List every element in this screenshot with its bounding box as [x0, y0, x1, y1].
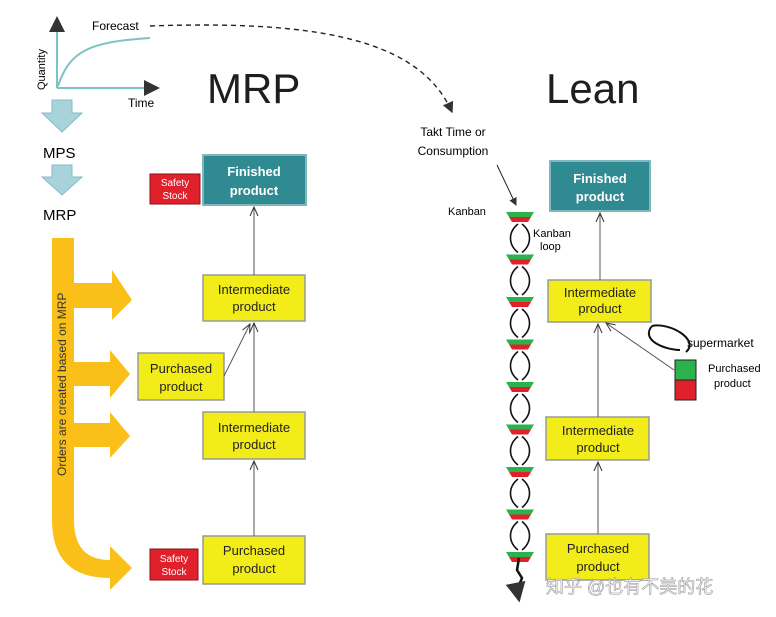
lean-title: Lean	[546, 65, 639, 112]
svg-text:product: product	[576, 440, 620, 455]
time-axis-label: Time	[128, 96, 155, 110]
kanban-card	[506, 552, 534, 562]
forecast-to-takt-dashed-arrow	[149, 24, 454, 114]
svg-text:product: product	[230, 183, 279, 198]
kanban-card	[506, 382, 534, 392]
orders-bar-label: Orders are created based on MRP	[55, 293, 69, 476]
takt-to-kanban-arrow	[496, 164, 517, 206]
kanban-label: Kanban	[448, 206, 486, 218]
svg-text:Stock: Stock	[162, 191, 188, 202]
svg-text:product: product	[232, 299, 276, 314]
svg-text:product: product	[576, 189, 625, 204]
svg-text:Purchased: Purchased	[150, 361, 212, 376]
svg-text:Purchased: Purchased	[567, 541, 629, 556]
svg-text:Intermediate: Intermediate	[562, 423, 634, 438]
kanban-loop-link	[509, 393, 531, 424]
mrp-purchased-middle-box: Purchased product	[137, 352, 225, 401]
forecast-label: Forecast	[92, 19, 139, 33]
kanban-card	[506, 212, 534, 222]
kanban-loop-label-1: Kanban	[533, 228, 571, 240]
supermarket-purchased-line1: Purchased	[708, 363, 761, 375]
mrp-safety-stock-top: Safety Stock	[149, 173, 201, 205]
kanban-loop-label-2: loop	[540, 241, 561, 253]
mrp-safety-stock-bottom: Safety Stock	[149, 548, 199, 581]
kanban-loop-link	[509, 350, 531, 381]
svg-text:Purchased: Purchased	[223, 543, 285, 558]
forecast-chart: Forecast Quantity Time	[36, 16, 160, 110]
svg-text:product: product	[232, 437, 276, 452]
kanban-loop-link	[509, 308, 531, 339]
watermark: 知乎 @也有不美的花	[546, 577, 713, 597]
kanban-loop-link	[509, 478, 531, 509]
kanban-loop-link	[509, 223, 531, 254]
svg-text:product: product	[576, 559, 620, 574]
svg-text:Finished: Finished	[227, 164, 281, 179]
supermarket-bin	[674, 359, 697, 401]
lean-intermediate-bottom-box: Intermediate product	[545, 416, 650, 461]
svg-text:product: product	[578, 301, 622, 316]
kanban-card	[506, 297, 534, 307]
kanban-loop-link	[509, 265, 531, 296]
svg-text:Stock: Stock	[161, 567, 187, 578]
mrp-intermediate-bottom-box: Intermediate product	[202, 411, 306, 460]
kanban-chain-tail-arrow	[505, 557, 526, 603]
takt-label-line1: Takt Time or	[420, 125, 485, 139]
kanban-loop-link	[509, 520, 531, 551]
orders-bar	[52, 238, 132, 590]
kanban-card	[506, 467, 534, 477]
lean-purchased-bottom-box: Purchased product	[545, 533, 650, 581]
mrp-finished-product-box: Finished product	[202, 154, 307, 206]
svg-text:product: product	[159, 379, 203, 394]
kanban-loop-link	[509, 435, 531, 466]
svg-text:Intermediate: Intermediate	[218, 282, 290, 297]
svg-text:Safety: Safety	[161, 178, 189, 189]
mps-step: MPS	[43, 145, 76, 162]
kanban-card	[506, 509, 534, 520]
svg-text:product: product	[232, 561, 276, 576]
lean-connectors	[598, 213, 675, 534]
quantity-axis-label: Quantity	[36, 49, 48, 90]
lean-finished-product-box: Finished product	[549, 160, 651, 212]
lean-intermediate-top-box: Intermediate product	[547, 279, 652, 323]
supermarket-label: supermarket	[687, 336, 754, 350]
kanban-chain	[506, 212, 534, 562]
svg-text:Intermediate: Intermediate	[564, 285, 636, 300]
mrp-intermediate-top-box: Intermediate product	[202, 274, 306, 322]
mrp-purchased-bottom-box: Purchased product	[202, 535, 306, 585]
svg-text:Intermediate: Intermediate	[218, 420, 290, 435]
process-down-arrow-1	[40, 99, 84, 133]
process-down-arrow-2	[40, 164, 84, 196]
svg-text:Safety: Safety	[160, 554, 188, 565]
kanban-card	[506, 424, 534, 435]
supermarket-purchased-line2: product	[714, 378, 751, 390]
forecast-curve	[57, 37, 151, 87]
mrp-connectors	[223, 207, 254, 536]
mrp-title: MRP	[207, 65, 300, 112]
mrp-step: MRP	[43, 207, 76, 224]
supermarket-loop	[648, 324, 691, 353]
kanban-card	[506, 339, 534, 350]
kanban-card	[506, 254, 534, 265]
takt-label-line2: Consumption	[418, 144, 489, 158]
svg-text:Finished: Finished	[573, 171, 627, 186]
